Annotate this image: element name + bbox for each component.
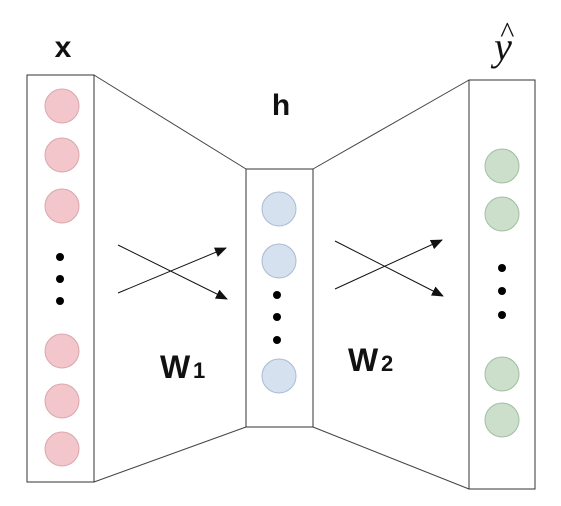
weight2-index: 2 (381, 351, 393, 376)
weight1-label: W 1 (160, 349, 205, 385)
output-node (484, 196, 520, 232)
output-node (484, 356, 520, 392)
arrow-icon (117, 244, 228, 300)
output-label-y: y (490, 24, 512, 69)
input-node (44, 88, 80, 124)
connector-lines (93, 74, 470, 490)
hidden-label: h (272, 89, 290, 122)
output-ellipsis-dot (498, 287, 506, 295)
connector-hidden-output-bottom (312, 426, 470, 490)
weight2-letter: W (348, 342, 379, 378)
weight1-letter: W (160, 349, 191, 385)
output-node (484, 402, 520, 438)
hidden-node (261, 191, 297, 227)
output-label-hat: ^ (500, 16, 515, 49)
connector-input-hidden-bottom (93, 426, 247, 483)
output-layer-nodes (484, 148, 520, 438)
output-node (484, 148, 520, 184)
hidden-ellipsis-dot (273, 291, 281, 299)
weight1-index: 1 (193, 358, 205, 383)
hidden-node (261, 358, 297, 394)
arrow-icon (334, 240, 444, 297)
weight2-label: W 2 (348, 342, 393, 378)
hidden-ellipsis-dot (273, 313, 281, 321)
hidden-ellipsis-dot (273, 336, 281, 344)
weight2-crossing-arrows (334, 239, 444, 297)
input-node (44, 188, 80, 224)
arrow-icon (334, 239, 443, 290)
input-ellipsis-dot (56, 253, 64, 261)
input-node (44, 431, 80, 467)
hidden-layer-nodes (261, 191, 297, 394)
output-ellipsis-dot (498, 264, 506, 272)
input-node (44, 137, 80, 173)
connector-input-hidden-top (93, 74, 247, 170)
input-ellipsis-dot (56, 275, 64, 283)
input-node (44, 383, 80, 419)
arrow-icon (117, 247, 227, 294)
input-label: x (55, 31, 72, 64)
hidden-node (261, 243, 297, 279)
output-ellipsis-dot (498, 311, 506, 319)
connector-hidden-output-top (312, 79, 470, 170)
input-node (44, 333, 80, 369)
weight1-crossing-arrows (117, 244, 228, 300)
output-label: y ^ (490, 16, 515, 69)
input-layer-nodes (44, 88, 80, 467)
input-ellipsis-dot (56, 297, 64, 305)
